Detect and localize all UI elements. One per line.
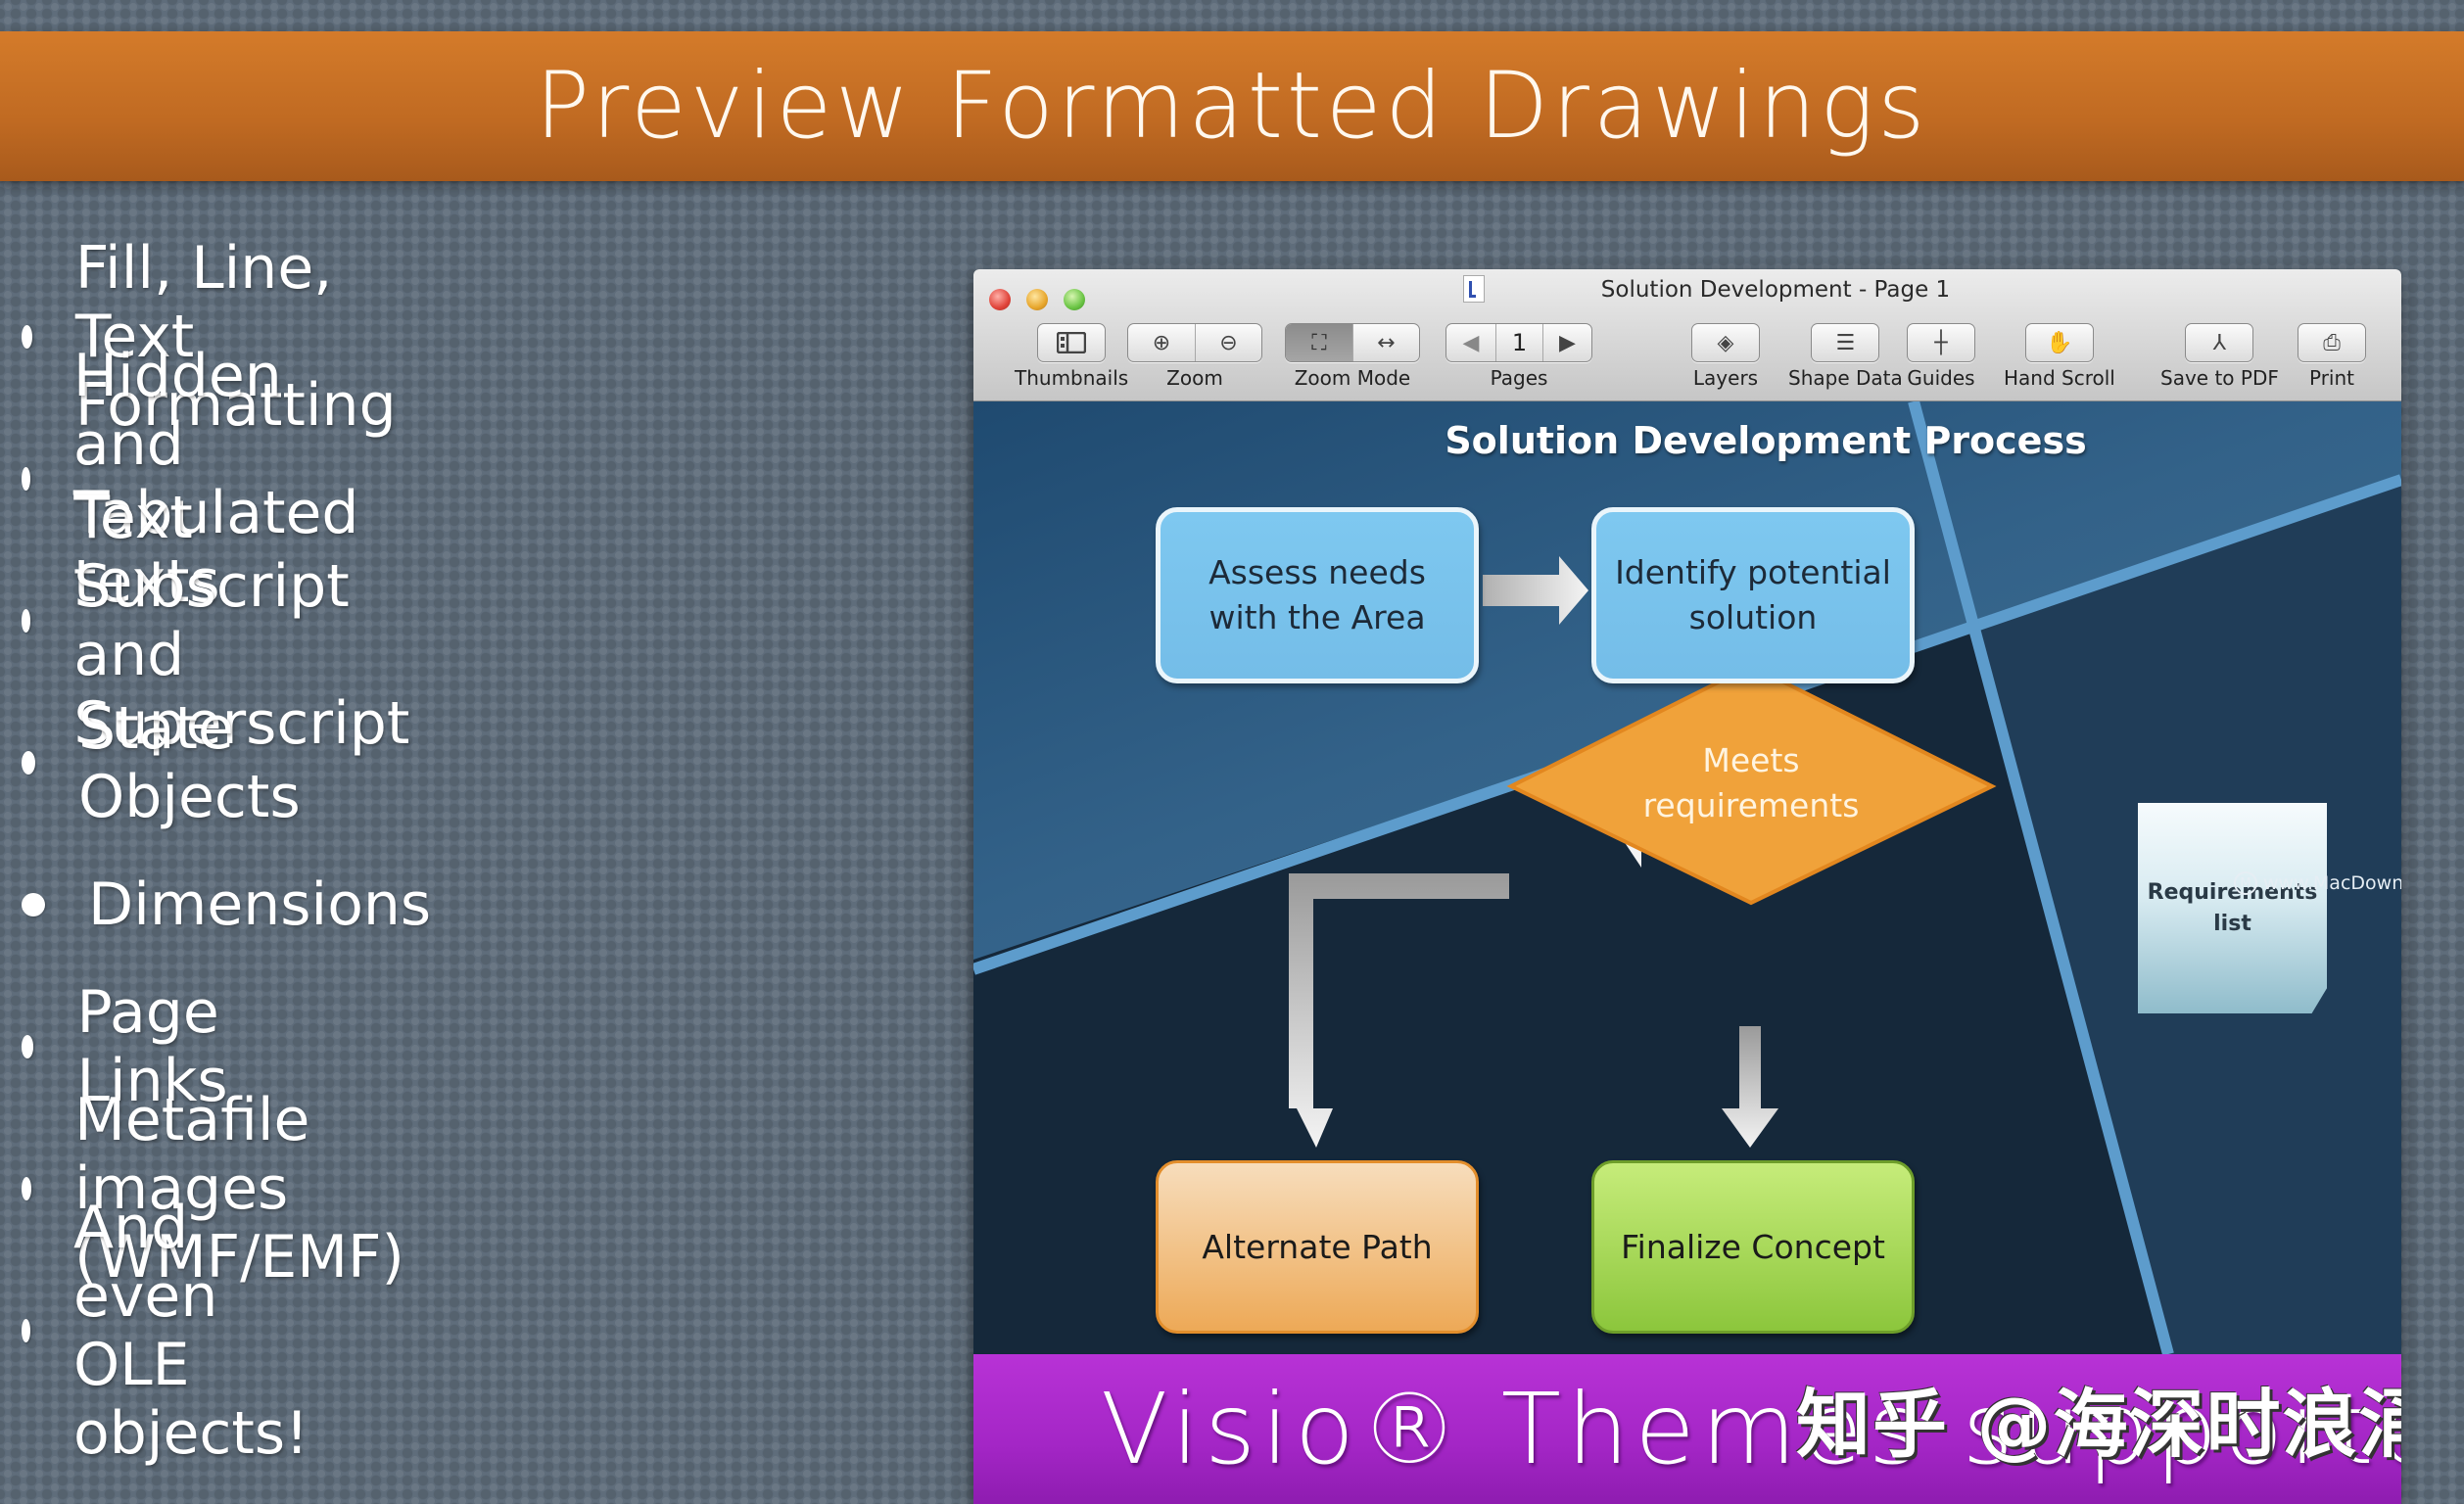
- bullet-icon: [22, 893, 45, 916]
- list-icon: ☰: [1835, 330, 1856, 355]
- window-titlebar: Solution Development - Page 1 Thumbnails…: [973, 269, 2401, 401]
- footer-banner: Visio® Themes supported 知乎 @海深时浪涌: [973, 1354, 2401, 1504]
- shape-data-tool: ☰ Shape Data: [1788, 323, 1903, 390]
- fit-page-icon[interactable]: ⛶: [1286, 324, 1352, 361]
- watermark: M www.MacDown.com: [2234, 871, 2401, 895]
- feature-item: State Objects: [22, 694, 310, 831]
- thumbnails-tool: Thumbnails: [1015, 323, 1128, 390]
- guides-button[interactable]: ┼: [1907, 323, 1975, 362]
- feature-item: Fill, Line, Text Formatting: [22, 234, 409, 440]
- bullet-icon: [22, 751, 36, 775]
- drawing-canvas[interactable]: Solution Development Process Assess need…: [973, 401, 2401, 1354]
- feature-item: Text Subscript and Superscript: [22, 484, 424, 758]
- feature-item: Page Links: [22, 978, 239, 1115]
- zoom-window-button[interactable]: [1064, 289, 1085, 310]
- window-title: Solution Development - Page 1: [1600, 277, 1951, 303]
- layers-icon: ◈: [1717, 330, 1734, 355]
- shape-data-button[interactable]: ☰: [1811, 323, 1880, 362]
- app-window: Solution Development - Page 1 Thumbnails…: [973, 269, 2401, 1504]
- pages-tool: ◀ 1 ▶ Pages: [1445, 323, 1592, 390]
- bullet-icon: [22, 467, 30, 491]
- print-button[interactable]: ⎙: [2298, 323, 2366, 362]
- hand-icon: ✋: [2046, 330, 2073, 355]
- layers-button[interactable]: ◈: [1691, 323, 1760, 362]
- process-alternate-path[interactable]: Alternate Path: [1156, 1160, 1479, 1334]
- pdf-icon: ⅄: [2212, 330, 2227, 355]
- zoom-in-icon[interactable]: ⊕: [1152, 330, 1171, 355]
- zoom-tool: ⊕ ⊖ Zoom: [1127, 323, 1262, 390]
- sidebar-icon: [1038, 324, 1105, 361]
- bullet-icon: [22, 1035, 34, 1058]
- next-page-icon[interactable]: ▶: [1542, 324, 1591, 361]
- page-title: Preview Formatted Drawings: [535, 53, 1929, 160]
- diagram-title: Solution Development Process: [1445, 419, 2087, 462]
- minimize-button[interactable]: [1026, 289, 1048, 310]
- save-pdf-tool: ⅄ Save to PDF: [2160, 323, 2279, 390]
- bullet-icon: [22, 1177, 32, 1200]
- feature-item: And even OLE objects!: [22, 1194, 323, 1468]
- bullet-icon: [22, 609, 31, 633]
- previous-page-icon[interactable]: ◀: [1462, 330, 1480, 355]
- document-icon: [1463, 275, 1485, 303]
- zhihu-watermark: 知乎 @海深时浪涌: [1796, 1381, 2401, 1468]
- print-tool: ⎙ Print: [2298, 323, 2366, 390]
- bullet-icon: [22, 325, 32, 349]
- layers-tool: ◈ Layers: [1691, 323, 1760, 390]
- fit-width-icon[interactable]: ↔: [1352, 324, 1419, 361]
- close-button[interactable]: [989, 289, 1011, 310]
- guides-icon: ┼: [1934, 330, 1948, 355]
- zoom-out-icon[interactable]: ⊖: [1195, 324, 1261, 361]
- feature-item: Metafile images (WMF/EMF): [22, 1086, 418, 1292]
- document-requirements-list[interactable]: Requirements list: [2138, 803, 2327, 1013]
- macdown-logo-icon: M: [2234, 871, 2257, 895]
- guides-tool: ┼ Guides: [1907, 323, 1975, 390]
- hand-scroll-tool: ✋ Hand Scroll: [2004, 323, 2115, 390]
- page-number[interactable]: 1: [1495, 324, 1542, 361]
- hand-scroll-button[interactable]: ✋: [2024, 323, 2094, 362]
- zoom-mode-tool: ⛶ ↔ Zoom Mode: [1285, 323, 1420, 390]
- save-to-pdf-button[interactable]: ⅄: [2185, 323, 2254, 362]
- feature-item: Hidden and Tabulated texts: [22, 342, 374, 616]
- thumbnails-button[interactable]: [1037, 323, 1107, 362]
- header-bar: Preview Formatted Drawings: [0, 31, 2464, 181]
- printer-icon: ⎙: [2323, 330, 2341, 355]
- decision-meets-requirements[interactable]: Meets requirements: [1642, 741, 1860, 824]
- footer-text: Visio® Themes supported: [1101, 1372, 2401, 1486]
- feature-item: Dimensions: [22, 861, 431, 949]
- process-finalize-concept[interactable]: Finalize Concept: [1591, 1160, 1915, 1334]
- bullet-icon: [22, 1319, 30, 1342]
